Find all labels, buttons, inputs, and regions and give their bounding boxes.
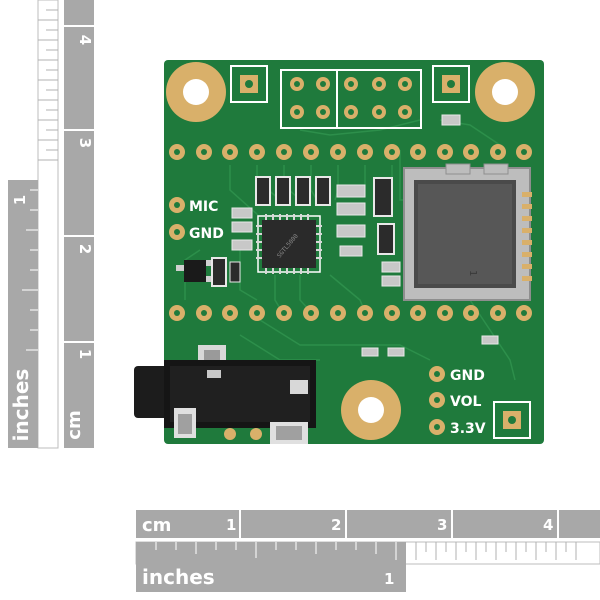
left-inch-mark-1: 1 <box>11 195 29 205</box>
mic-gnd-pads <box>169 197 185 240</box>
header-2x5 <box>280 69 422 129</box>
smd-resistors-top <box>229 114 499 357</box>
headphone-jack <box>134 345 316 444</box>
left-ruler-group: 1 inches 4 3 2 1 cm <box>8 0 94 449</box>
silk-mic-label: MIC <box>189 199 218 215</box>
audio-adaptor-board: MIC GND GND VOL 3.3V <box>134 60 544 444</box>
bottom-cm-mark-3: 3 <box>437 516 447 534</box>
square-pad-top-right <box>432 65 470 103</box>
left-cm-mark-4: 4 <box>76 35 94 45</box>
sot23-transistor <box>176 257 227 287</box>
bottom-inches-label: inches <box>142 565 215 589</box>
mount-hole-top-right <box>475 62 535 122</box>
bottom-cm-mark-2: 2 <box>331 516 341 534</box>
silk-3v3-label: 3.3V <box>450 421 486 437</box>
bottom-cm-mark-4: 4 <box>543 516 553 534</box>
audio-codec-chip: SGTL5000 <box>256 214 322 274</box>
mount-hole-top-left <box>166 62 226 122</box>
bottom-ruler-group: cm 1 2 3 4 inches 1 <box>135 510 600 592</box>
bottom-cm-ruler <box>136 510 600 538</box>
square-pad-bottom-right <box>493 401 531 439</box>
silk-gnd-left-label: GND <box>189 226 224 242</box>
left-cm-mark-2: 2 <box>76 244 94 254</box>
left-cm-label: cm <box>64 410 85 439</box>
left-inches-ruler <box>8 180 38 448</box>
left-cm-mark-1: 1 <box>76 349 94 359</box>
left-fine-ticks <box>38 9 58 161</box>
microsd-socket: 1 <box>403 163 532 301</box>
microsd-marking: 1 <box>467 270 478 276</box>
mount-hole-bottom <box>341 380 401 440</box>
bottom-inch-mark-1: 1 <box>384 570 394 588</box>
bottom-inches-ruler <box>136 542 406 592</box>
left-cm-ruler <box>64 0 94 448</box>
bottom-cm-mark-1: 1 <box>226 516 236 534</box>
square-pad-top-left <box>230 65 268 103</box>
left-cm-mark-3: 3 <box>76 138 94 148</box>
silk-gnd-right-label: GND <box>450 368 485 384</box>
bottom-cm-label: cm <box>142 515 171 536</box>
silk-vol-label: VOL <box>450 394 481 410</box>
left-inches-label: inches <box>9 369 33 442</box>
power-vol-pads <box>429 366 445 435</box>
